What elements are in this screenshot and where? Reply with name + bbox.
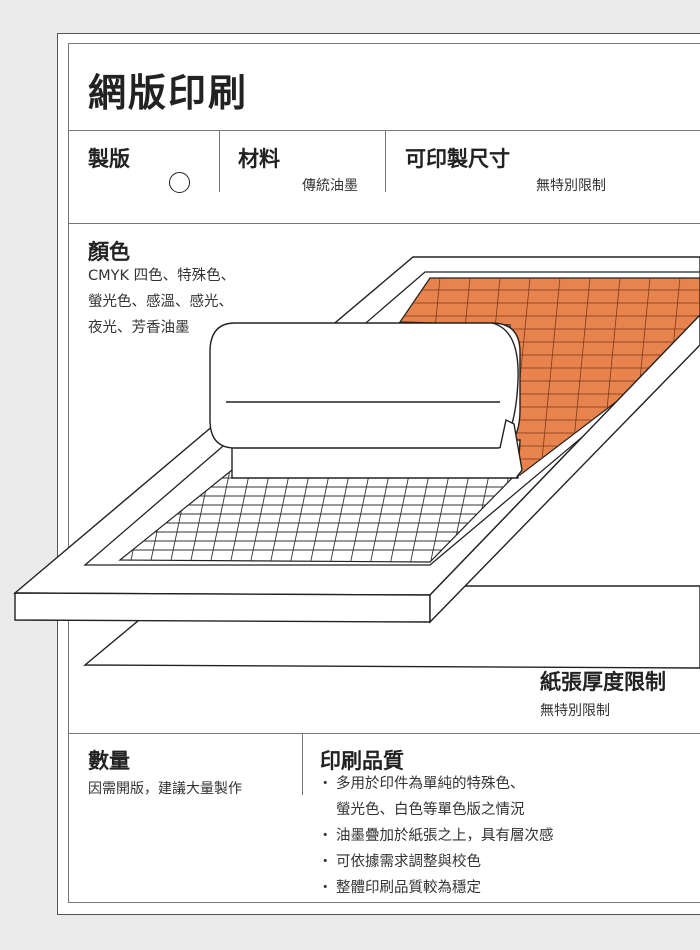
quality-label: 印刷品質 bbox=[320, 749, 404, 773]
divider bbox=[385, 130, 386, 192]
plate-label: 製版 bbox=[88, 147, 130, 171]
color-line: 螢光色、感溫、感光、 bbox=[88, 294, 233, 310]
divider bbox=[219, 130, 220, 192]
quantity-value: 因需開版，建議大量製作 bbox=[88, 781, 242, 797]
material-label: 材料 bbox=[238, 147, 280, 171]
divider bbox=[68, 223, 700, 224]
inner-frame bbox=[68, 43, 700, 903]
quantity-label: 數量 bbox=[88, 749, 130, 773]
print-size-label: 可印製尺寸 bbox=[405, 147, 510, 171]
page-title: 網版印刷 bbox=[88, 71, 249, 115]
color-line: 夜光、芳香油墨 bbox=[88, 320, 190, 336]
quality-item: 螢光色、白色等單色版之情況 bbox=[336, 802, 525, 818]
divider bbox=[302, 733, 303, 795]
squeegee bbox=[209, 322, 523, 479]
paper-value: 無特別限制 bbox=[540, 703, 610, 719]
quality-item: 整體印刷品質較為穩定 bbox=[318, 875, 690, 901]
color-line: CMYK 四色、特殊色、 bbox=[88, 268, 236, 284]
quality-item: 可依據需求調整與校色 bbox=[318, 849, 690, 875]
color-list: CMYK 四色、特殊色、 螢光色、感溫、感光、 夜光、芳香油墨 bbox=[88, 263, 235, 341]
material-value: 傳統油墨 bbox=[302, 178, 358, 194]
divider bbox=[68, 130, 700, 131]
quality-item: 多用於印件為單純的特殊色、 bbox=[318, 771, 690, 797]
print-size-value: 無特別限制 bbox=[536, 178, 606, 194]
quality-item: 油墨疊加於紙張之上，具有層次感 bbox=[318, 823, 690, 849]
divider bbox=[68, 733, 700, 734]
frame-side bbox=[429, 313, 700, 624]
color-label: 顏色 bbox=[88, 240, 130, 264]
paper-label: 紙張厚度限制 bbox=[540, 670, 666, 694]
quality-list: 多用於印件為單純的特殊色、 螢光色、白色等單色版之情況 油墨疊加於紙張之上，具有… bbox=[318, 771, 690, 901]
circle-icon bbox=[169, 172, 190, 193]
frame-front bbox=[14, 592, 431, 623]
